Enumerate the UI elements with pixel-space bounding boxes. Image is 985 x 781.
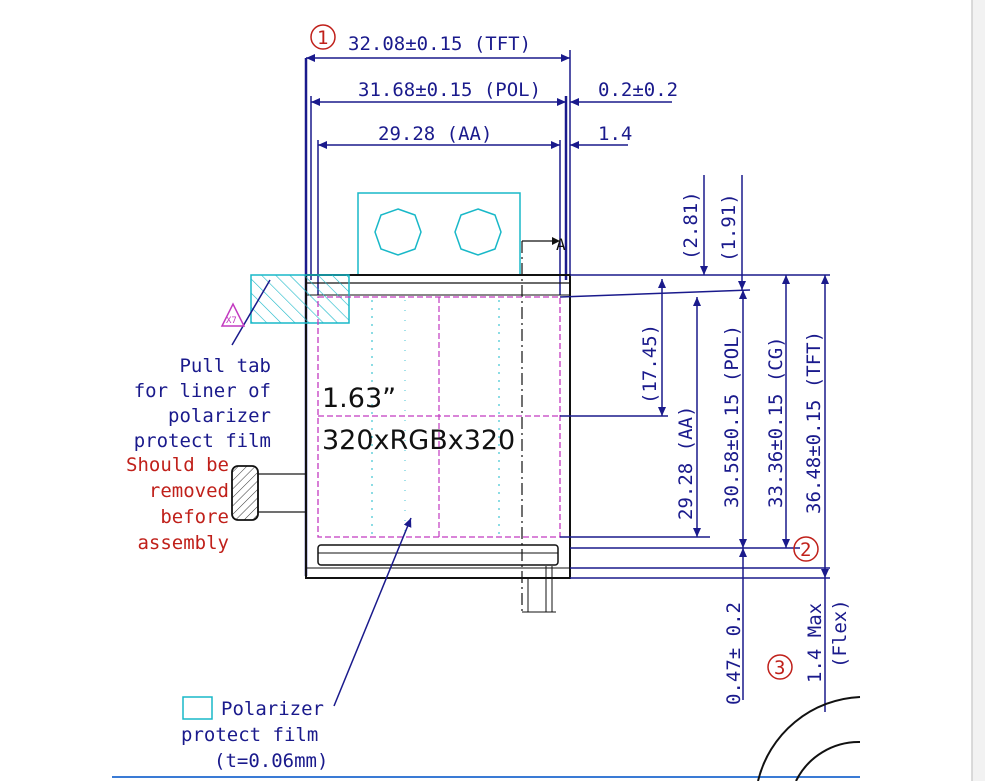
pull-tab [231,274,350,346]
callout-1: 1 [317,27,328,49]
dim-h-pol: 30.58±0.15 (POL) [721,290,747,548]
pol-offset-label: 0.2±0.2 [598,79,678,101]
tft-width-label: 32.08±0.15 (TFT) [348,33,531,55]
svg-text:Should be: Should be [126,454,229,476]
legend-line-1: Polarizer [221,698,324,720]
flex-label: (Flex) [829,599,851,668]
h-tft-label: 36.48±0.15 (TFT) [803,331,825,514]
bottom-047-label: 0.47± 0.2 [723,602,745,705]
polarizer-legend: Polarizer protect film (t=0.06mm) [181,517,412,772]
callout-3-circle [767,654,793,680]
h-pol-label: 30.58±0.15 (POL) [721,325,743,508]
removal-note: Should be removed before assembly [126,454,229,554]
callout-2-circle [793,536,819,562]
dim-h-tft: 36.48±0.15 (TFT) 2 [793,275,829,578]
svg-text:polarizer: polarizer [168,405,271,427]
polarizer-tab-top [357,192,521,276]
svg-text:removed: removed [149,480,229,502]
callout-2: 2 [800,539,811,561]
active-area [317,296,561,538]
dim-pol-width: 31.68±0.15 (POL) 0.2±0.2 [310,79,678,280]
dim-h-aa: 29.28 (AA) [675,297,701,537]
section-a-label: A [556,235,566,254]
legend-line-2: protect film [181,724,318,746]
dim-aa-width: 29.28 (AA) 1.4 [317,123,632,295]
svg-text:protect film: protect film [134,430,271,452]
dim-top-offsets: (2.81) (1.91) [680,175,746,290]
display-resolution: 320xRGBx320 [322,425,515,456]
x7-marker: X7 [220,302,246,327]
aa-width-label: 29.28 (AA) [378,123,492,145]
h-cg-label: 33.36±0.15 (CG) [765,336,787,508]
top-191-label: (1.91) [718,193,740,262]
round-hole-right [454,208,502,256]
legend-line-3: (t=0.06mm) [214,750,328,772]
x7-label: X7 [226,316,237,326]
dim-bottom: 0.47± 0.2 1.4 Max (Flex) 3 [723,548,851,712]
corner-detail-arcs [757,696,861,781]
section-a-marker: A [521,235,566,612]
panel-outline [305,274,571,613]
aa-offset-label: 1.4 [598,123,632,145]
flex-max-label: 1.4 Max [804,603,826,683]
round-hole-left [374,208,422,256]
top-281-label: (2.81) [680,191,702,260]
svg-text:Pull tab: Pull tab [179,355,271,377]
pull-tab-note: Pull tab for liner of polarizer protect … [134,355,271,452]
svg-text:before: before [160,506,229,528]
svg-text:for liner of: for liner of [134,380,271,402]
svg-text:assembly: assembly [137,532,229,554]
right-margin-panel [972,0,985,781]
legend-swatch [182,696,213,720]
h-1745-label: (17.45) [639,324,661,404]
fpc-connector [231,465,307,521]
callout-3: 3 [774,657,785,679]
h-aa-label: 29.28 (AA) [675,406,697,520]
dim-h-1745: (17.45) [639,279,666,416]
display-size: 1.63” [322,383,396,414]
pol-width-label: 31.68±0.15 (POL) [358,79,541,101]
callout-1-circle [310,24,336,50]
dim-h-cg: 33.36±0.15 (CG) [765,275,790,548]
